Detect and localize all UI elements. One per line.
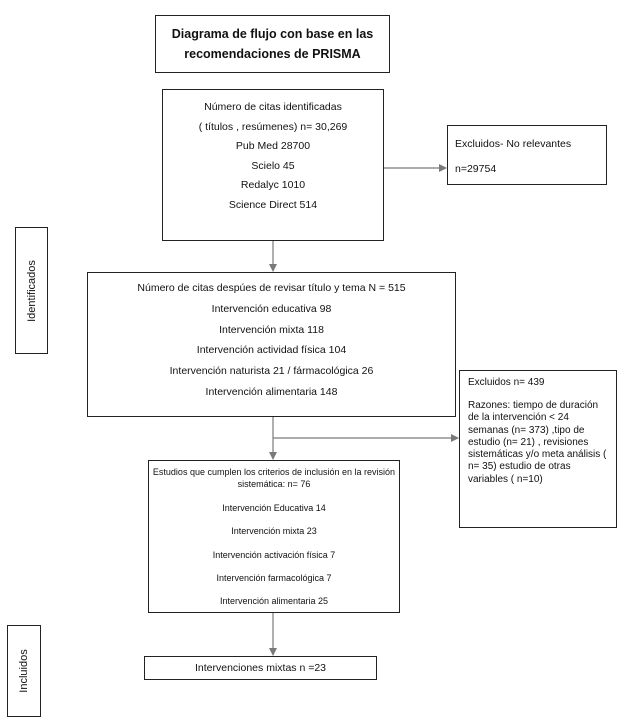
inclusion-box: Estudios que cumplen los criterios de in… [148,460,400,613]
screening-item: Intervención alimentaria 148 [205,385,338,398]
screening-item: Intervención actividad física 104 [196,344,347,357]
screening-item: Intervención educativa 98 [211,302,332,315]
source-item: Scielo 45 [251,159,295,172]
identification-heading: Número de citas identificadas [204,101,342,113]
side-label-identified-box: Identificados [15,227,48,354]
excluded-reasons-box: Excluidos n= 439 Razones: tiempo de dura… [459,370,617,528]
excluded-not-relevant-label: Excluidos- No relevantes [455,138,572,150]
inclusion-item: Intervención mixta 23 [231,526,317,537]
identification-subheading: ( títulos , resúmenes) n= 30,269 [198,120,348,133]
inclusion-item: Intervención activación física 7 [212,549,336,560]
source-item: Science Direct 514 [228,198,318,211]
excluded-reasons-label: Excluidos n= 439 [468,377,545,388]
excluded-not-relevant-count: n=29754 [455,163,497,175]
screening-heading: Número de citas despúes de revisar títul… [137,282,406,294]
excluded-reasons-text: Razones: tiempo de duración de la interv… [468,400,607,485]
side-label-included-box: Incluidos [7,625,41,717]
screening-box: Número de citas despúes de revisar títul… [87,272,456,417]
inclusion-item: Intervención alimentaria 25 [219,596,329,607]
excluded-not-relevant-box: Excluidos- No relevantes n=29754 [447,125,607,185]
diagram-title-box: Diagrama de flujo con base en las recome… [155,15,390,73]
screening-item: Intervención mixta 118 [219,323,324,336]
inclusion-item: Intervención Educativa 14 [222,503,326,513]
final-box: Intervenciones mixtas n =23 [144,656,377,680]
source-item: Redalyc 1010 [240,179,306,192]
inclusion-heading: Estudios que cumplen los criterios de in… [152,467,396,489]
identification-box: Número de citas identificadas ( títulos … [162,89,384,241]
diagram-title: Diagrama de flujo con base en las recome… [171,27,374,61]
screening-item: Intervención naturista 21 / fármacológic… [169,365,374,378]
final-label: Intervenciones mixtas n =23 [194,662,327,674]
source-item: Pub Med 28700 [235,140,311,153]
inclusion-item: Intervención farmacológica 7 [216,572,332,583]
